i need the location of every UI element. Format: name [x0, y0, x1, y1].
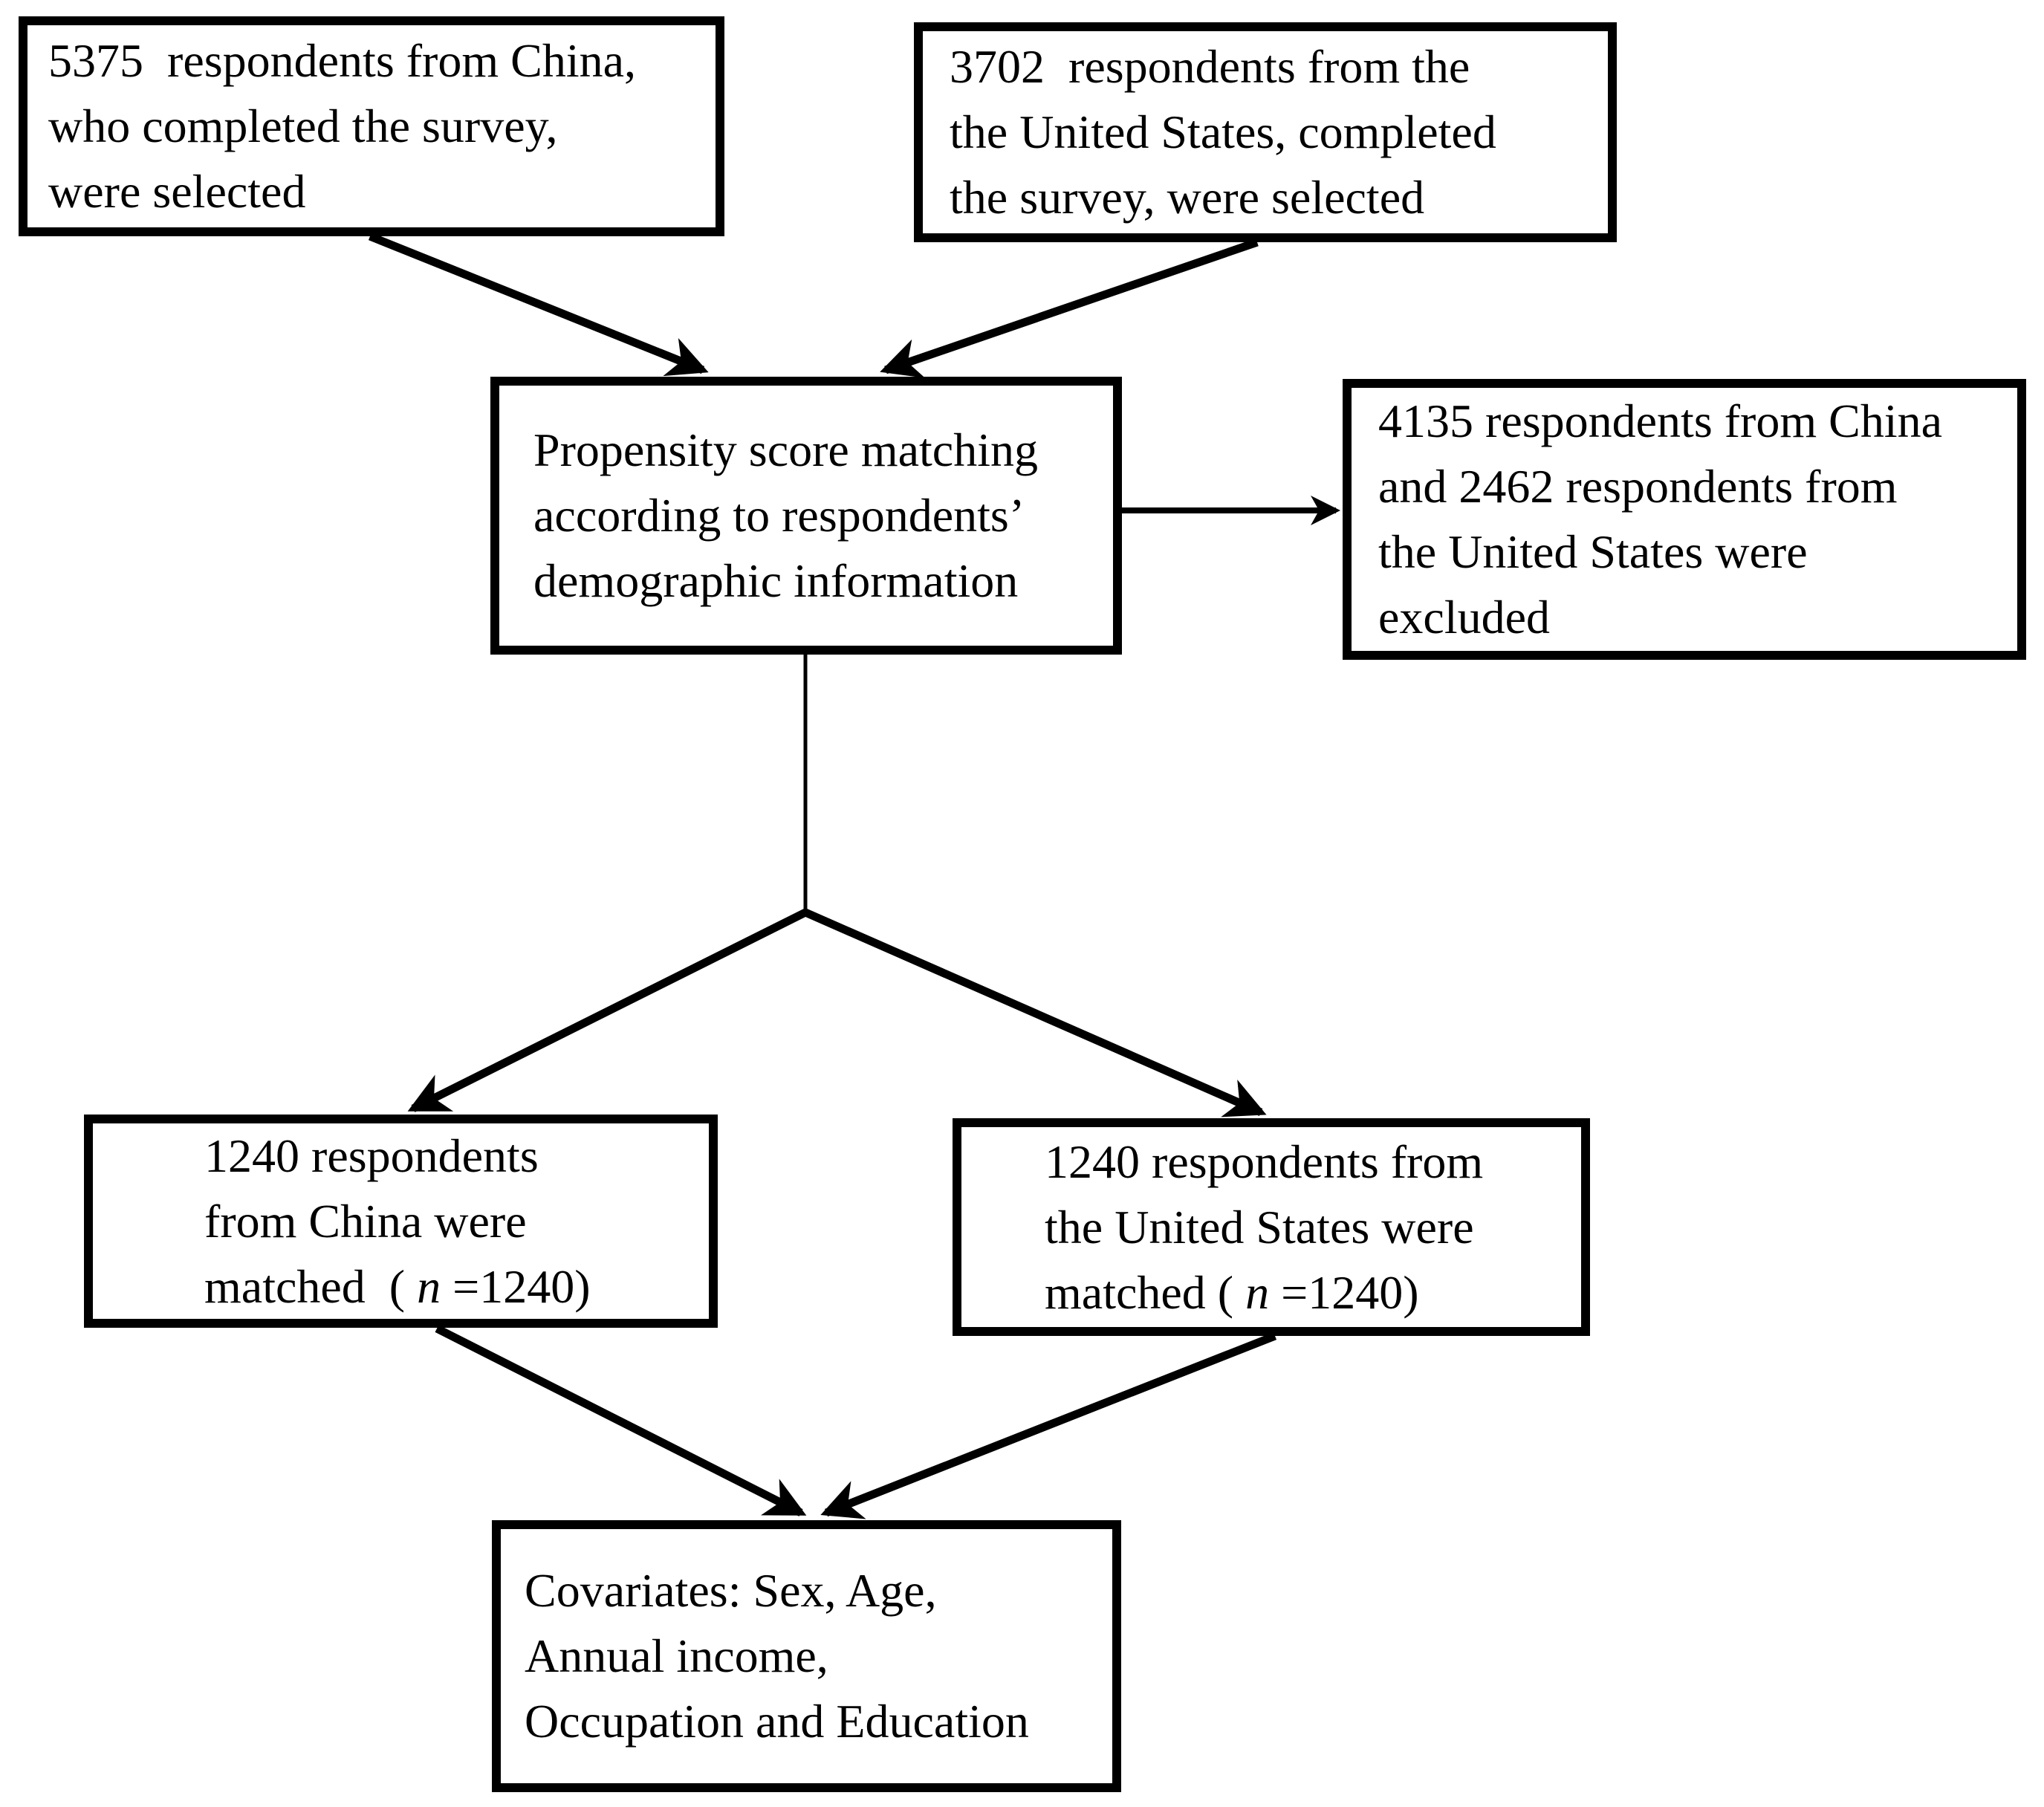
arrow-china-matched-to-covariates — [435, 1325, 807, 1516]
box-china-matched: 1240 respondents from China were matched… — [84, 1115, 718, 1328]
arrow-branch-to-china-matched — [407, 909, 808, 1112]
text-line: from China were — [204, 1194, 527, 1248]
text-line: who completed the survey, — [48, 100, 558, 152]
n-variable: n — [1245, 1265, 1270, 1319]
n-variable: n — [417, 1259, 441, 1313]
matched-suffix: =1240) — [1269, 1265, 1419, 1319]
matched-prefix: matched ( — [204, 1259, 418, 1313]
text-line: and 2462 respondents from — [1378, 460, 1898, 513]
box-propensity-matching: Propensity score matching according to r… — [490, 377, 1122, 655]
arrow-us-selected-to-psm — [880, 238, 1259, 378]
text-line: 4135 respondents from China — [1378, 395, 1942, 447]
text-line: the United States, completed — [950, 106, 1496, 158]
text-line: Covariates: Sex, Age, — [525, 1564, 937, 1617]
matched-prefix: matched ( — [1045, 1265, 1246, 1319]
arrow-branch-to-us-matched — [803, 908, 1267, 1117]
text-line: Occupation and Education — [525, 1695, 1029, 1748]
box-covariates: Covariates: Sex, Age, Annual income, Occ… — [492, 1520, 1121, 1792]
text-line: the United States were — [1378, 525, 1808, 578]
box-us-selected: 3702 respondents from the the United Sta… — [914, 22, 1617, 242]
arrow-china-selected-to-psm — [368, 232, 709, 377]
text-line: 5375 respondents from China, — [48, 34, 636, 87]
text-line: the survey, were selected — [950, 171, 1425, 224]
arrow-us-matched-to-covariates — [820, 1331, 1277, 1519]
text-line: Annual income, — [525, 1629, 828, 1682]
text-line: excluded — [1378, 591, 1550, 643]
text-line: demographic information — [533, 554, 1019, 607]
box-us-matched: 1240 respondents from the United States … — [953, 1118, 1590, 1336]
matched-line: matched ( n =1240) — [204, 1254, 703, 1320]
text-line: 1240 respondents from — [1045, 1135, 1484, 1188]
text-line: the United States were — [1045, 1200, 1474, 1253]
text-line: Propensity score matching — [533, 424, 1038, 476]
matched-line: matched ( n =1240) — [1045, 1260, 1575, 1326]
matched-suffix: =1240) — [441, 1259, 591, 1313]
box-china-selected: 5375 respondents from China, who complet… — [19, 16, 724, 236]
text-line: according to respondents’ — [533, 489, 1025, 542]
text-line: 3702 respondents from the — [950, 40, 1470, 93]
text-line: 1240 respondents — [204, 1129, 539, 1182]
box-excluded: 4135 respondents from China and 2462 res… — [1343, 379, 2026, 660]
text-line: were selected — [48, 165, 306, 218]
